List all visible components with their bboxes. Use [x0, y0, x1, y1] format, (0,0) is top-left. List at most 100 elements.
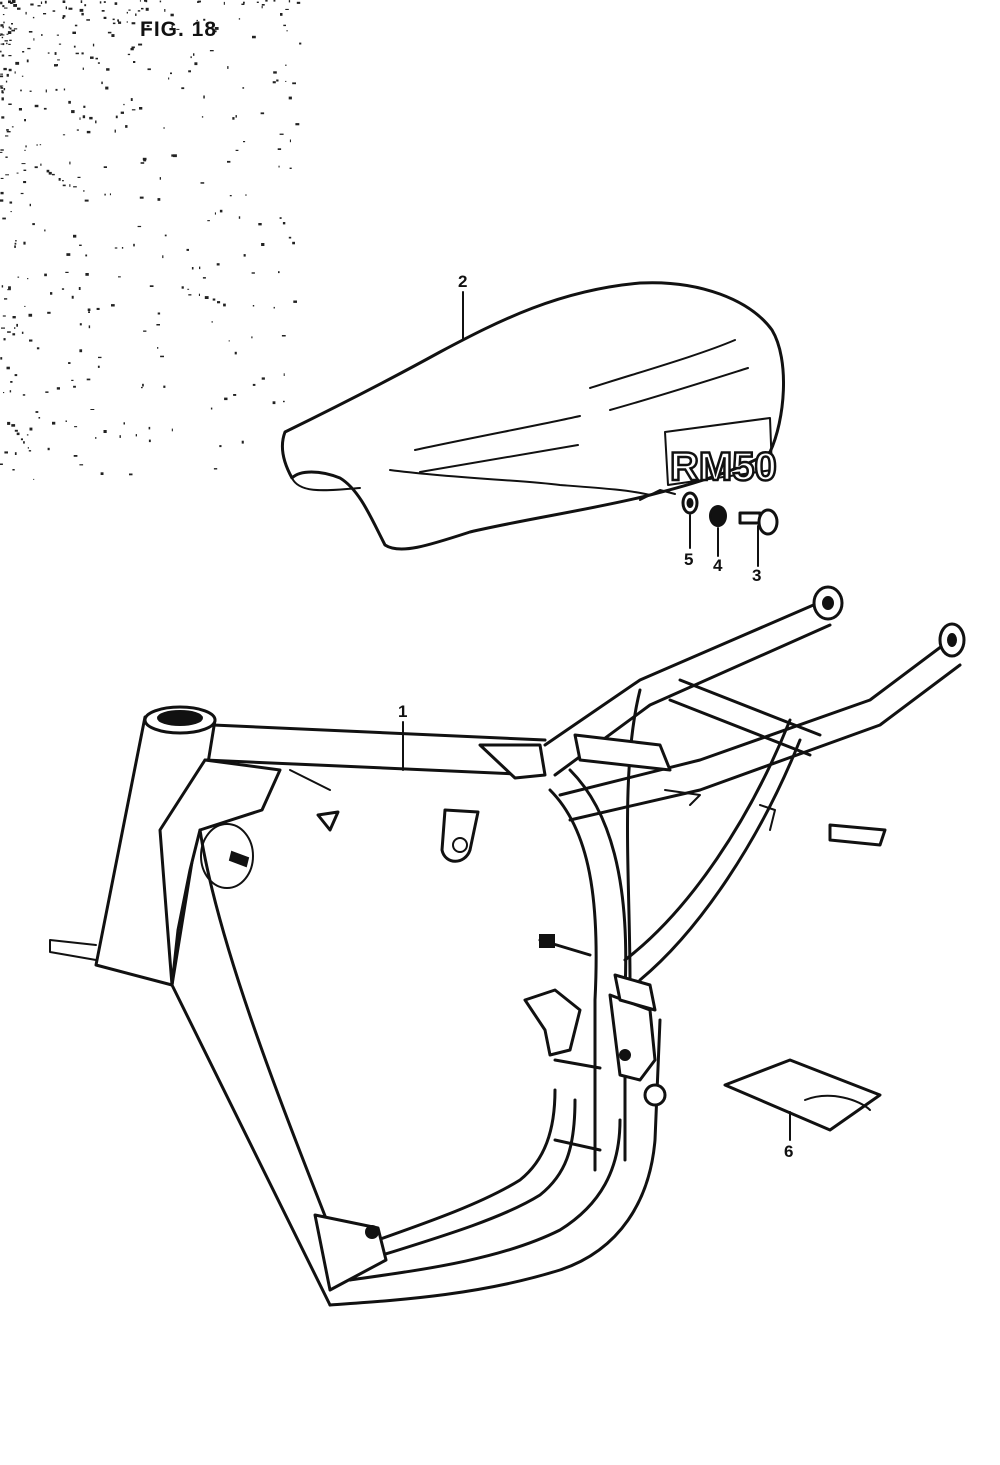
noise-speck — [84, 4, 87, 7]
noise-speck — [0, 43, 5, 45]
noise-speck — [62, 15, 66, 18]
seat-tube-rear — [568, 768, 628, 1162]
noise-speck — [0, 463, 3, 465]
noise-speck — [142, 157, 147, 161]
noise-speck — [149, 285, 154, 287]
noise-speck — [168, 77, 170, 80]
noise-speck — [1, 90, 4, 94]
top-tube-bracket — [478, 743, 547, 780]
noise-speck — [17, 276, 20, 278]
noise-speck — [78, 287, 81, 290]
noise-speck — [157, 312, 161, 315]
noise-speck — [235, 149, 239, 151]
noise-speck — [170, 72, 172, 75]
callout-2: 2 — [458, 272, 468, 291]
noise-speck — [29, 90, 32, 92]
noise-speck — [54, 52, 57, 55]
noise-speck — [81, 52, 84, 55]
cradle-outer — [328, 1018, 662, 1307]
noise-speck — [79, 244, 82, 246]
noise-speck — [0, 73, 3, 75]
noise-speck — [44, 273, 47, 277]
noise-speck — [117, 19, 119, 22]
noise-speck — [8, 68, 12, 72]
callout-1: 1 — [398, 702, 408, 721]
noise-speck — [140, 162, 145, 164]
noise-speck — [251, 336, 253, 339]
noise-speck — [129, 473, 133, 476]
noise-speck — [219, 445, 222, 448]
noise-speck — [3, 392, 5, 394]
noise-speck — [7, 289, 11, 291]
noise-speck — [100, 472, 104, 475]
steering-stop — [49, 939, 97, 961]
noise-speck — [29, 203, 31, 207]
noise-speck — [9, 201, 13, 204]
noise-speck — [273, 0, 276, 2]
noise-speck — [1, 285, 4, 288]
noise-speck — [45, 391, 49, 393]
noise-speck — [0, 177, 4, 179]
subframe-cross-bar — [678, 678, 822, 737]
noise-speck — [295, 123, 300, 126]
noise-speck — [95, 120, 97, 124]
noise-speck — [238, 216, 241, 219]
noise-speck — [278, 271, 280, 274]
noise-speck — [278, 165, 280, 168]
noise-speck — [142, 383, 144, 387]
noise-speck — [176, 28, 180, 30]
frame-gusset — [158, 758, 282, 987]
noise-speck — [273, 306, 275, 309]
noise-speck — [21, 331, 24, 334]
noise-speck — [47, 447, 50, 451]
noise-speck — [73, 385, 76, 388]
noise-speck — [0, 191, 4, 195]
seat-stitch-line-3 — [589, 339, 736, 389]
noise-speck — [279, 133, 284, 135]
noise-speck — [62, 0, 66, 3]
noise-speck — [79, 464, 84, 466]
callout-5: 5 — [684, 550, 694, 569]
noise-speck — [0, 151, 3, 153]
noise-speck — [61, 288, 65, 290]
noise-speck — [6, 129, 9, 131]
noise-speck — [0, 357, 3, 360]
noise-speck — [16, 432, 20, 436]
noise-speck — [34, 166, 38, 169]
noise-speck — [83, 105, 86, 108]
noise-speck — [88, 325, 91, 329]
callout-6: 6 — [784, 1142, 794, 1161]
noise-speck — [12, 333, 16, 336]
noise-speck — [107, 31, 112, 34]
noise-speck — [39, 144, 42, 146]
noise-speck — [8, 103, 12, 105]
noise-speck — [0, 87, 4, 89]
noise-speck — [99, 1, 102, 4]
noise-speck — [16, 172, 19, 174]
noise-speck — [26, 434, 29, 436]
noise-speck — [92, 43, 95, 47]
top-tube-lower — [203, 758, 542, 777]
noise-speck — [141, 7, 144, 10]
swingarm-pivot — [643, 1083, 667, 1107]
noise-speck — [223, 303, 226, 307]
noise-speck — [86, 130, 91, 134]
scan-noise — [0, 0, 302, 480]
noise-speck — [73, 455, 78, 457]
noise-speck — [210, 407, 213, 410]
noise-speck — [131, 46, 135, 49]
noise-speck — [2, 217, 6, 220]
noise-speck — [114, 2, 118, 5]
noise-speck — [15, 61, 20, 65]
noise-speck — [73, 45, 76, 48]
noise-speck — [131, 109, 136, 111]
noise-speck — [163, 385, 166, 388]
bolt-part-3 — [738, 511, 762, 525]
noise-speck — [36, 347, 40, 350]
part-6-guard — [723, 1058, 882, 1132]
noise-speck — [104, 193, 106, 196]
noise-speck — [7, 31, 12, 34]
noise-speck — [229, 195, 232, 197]
noise-speck — [2, 26, 4, 29]
noise-speck — [90, 409, 95, 410]
